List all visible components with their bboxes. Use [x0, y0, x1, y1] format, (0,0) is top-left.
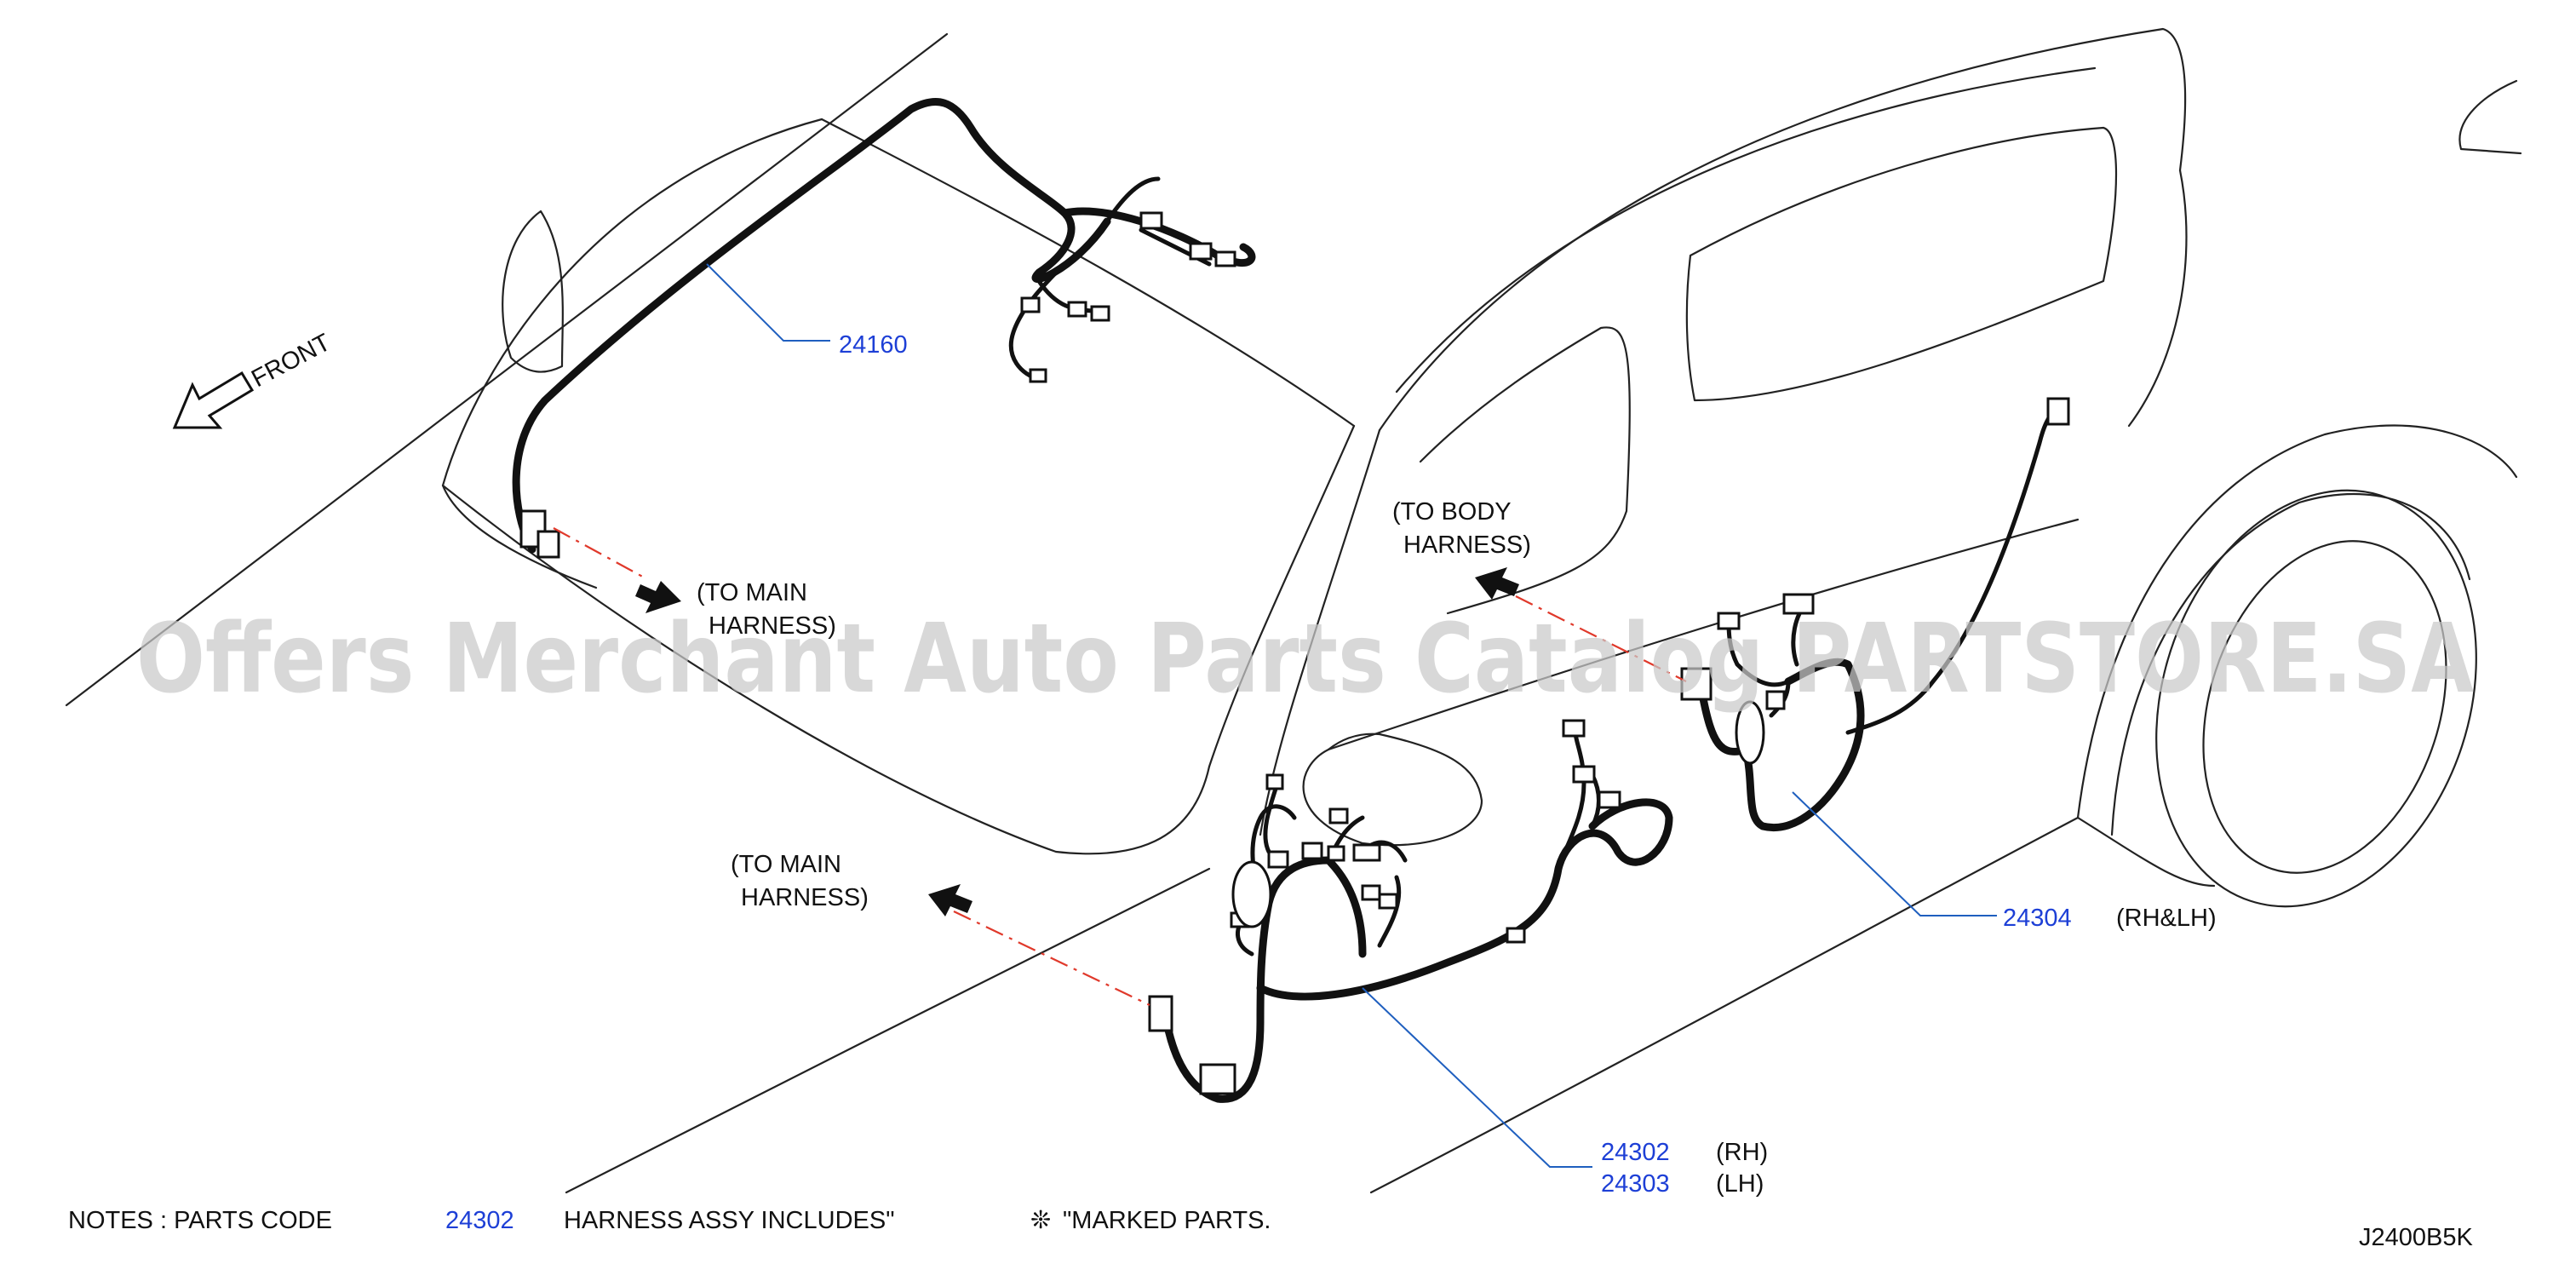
harness-24302-24303 — [1148, 719, 1673, 1103]
notes-middle: HARNESS ASSY INCLUDES" — [564, 1207, 895, 1234]
notes-marked-symbol: ❊ — [1030, 1207, 1051, 1234]
part-code-24302[interactable]: 24302 — [1601, 1139, 1670, 1166]
harness-24160 — [512, 98, 1256, 559]
notes-prefix: NOTES : PARTS CODE — [68, 1207, 332, 1234]
car-body-outline — [65, 27, 2522, 1194]
callout-to-main-harness-bottom-line1: (TO MAIN — [731, 851, 841, 878]
arrow-to-main-harness-top — [635, 581, 681, 613]
watermark: Offers Merchant Auto Parts Catalog PARTS… — [136, 604, 2474, 715]
part-side-24302: (RH) — [1716, 1139, 1768, 1166]
front-direction-arrow — [172, 371, 255, 429]
notes-suffix: "MARKED PARTS. — [1063, 1207, 1271, 1234]
notes-part-code[interactable]: 24302 — [445, 1207, 514, 1234]
arrow-to-body-harness — [1475, 567, 1519, 600]
part-side-24304: (RH&LH) — [2116, 905, 2217, 932]
leader-lines — [706, 263, 1997, 1168]
part-side-24303: (LH) — [1716, 1170, 1764, 1198]
part-code-24303[interactable]: 24303 — [1601, 1170, 1670, 1198]
diagram-id: J2400B5K — [2359, 1224, 2473, 1251]
front-label: FRONT — [247, 329, 335, 393]
dashed-connection-lines — [553, 527, 1687, 1006]
callout-to-main-harness-top-line1: (TO MAIN — [697, 579, 807, 606]
part-code-24304[interactable]: 24304 — [2003, 905, 2072, 932]
callout-to-main-harness-top-line2: HARNESS) — [709, 612, 836, 640]
harness-24304 — [1680, 397, 2070, 831]
callout-to-body-harness-line2: HARNESS) — [1403, 531, 1531, 559]
part-code-24160[interactable]: 24160 — [839, 331, 908, 359]
arrow-to-main-harness-bottom — [928, 884, 972, 916]
callout-to-main-harness-bottom-line2: HARNESS) — [741, 884, 869, 911]
callout-to-body-harness-line1: (TO BODY — [1392, 498, 1512, 526]
